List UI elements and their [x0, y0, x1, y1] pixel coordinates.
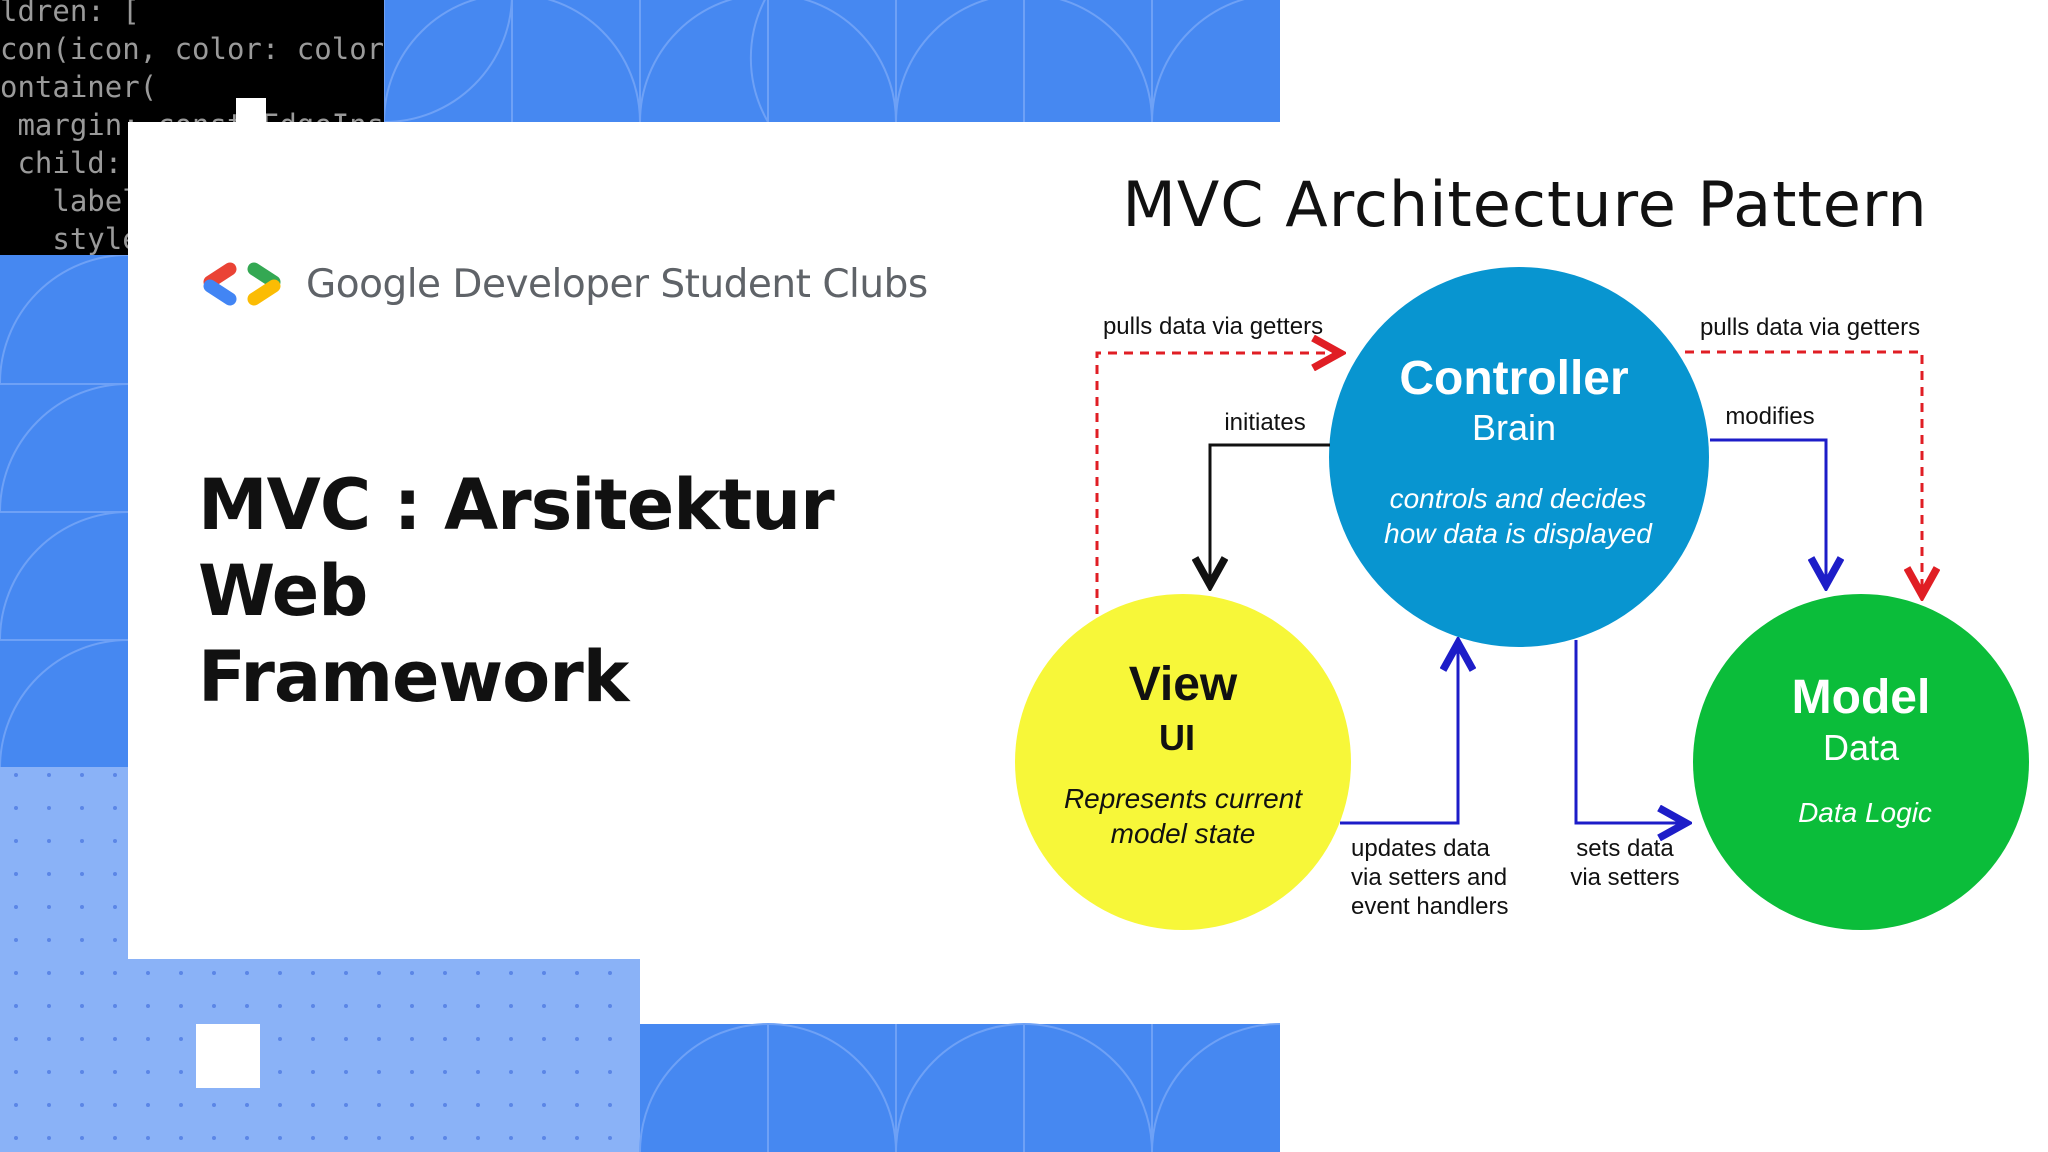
edge-label: via setters	[1570, 864, 1679, 891]
edge-label: event handlers	[1351, 893, 1508, 920]
controller-node	[1329, 267, 1709, 647]
edge-sets-data	[1574, 640, 1686, 823]
edge-label: pulls data via getters	[1700, 314, 1920, 341]
view-role: UI	[1159, 717, 1195, 758]
model-name: Model	[1792, 671, 1931, 724]
controller-name: Controller	[1399, 352, 1628, 405]
edge-label: modifies	[1725, 403, 1814, 430]
model-description: Data Logic	[1798, 797, 1932, 828]
code-line: ldren: [	[0, 0, 140, 28]
view-description: model state	[1111, 818, 1256, 849]
code-line: con(icon, color: color	[0, 32, 384, 66]
accent-square	[236, 98, 266, 128]
view-name: View	[1129, 658, 1238, 711]
edge-label: initiates	[1224, 409, 1305, 436]
slide-title: MVC : Arsitektur Web Framework	[198, 462, 1018, 720]
controller-description: controls and decides	[1390, 483, 1647, 514]
slide-title-line: MVC : Arsitektur Web	[198, 464, 835, 632]
controller-role: Brain	[1472, 407, 1556, 448]
edge-initiates	[1210, 443, 1330, 585]
code-line: style	[0, 222, 140, 255]
controller-description: how data is displayed	[1384, 518, 1653, 549]
view-description: Represents current	[1064, 783, 1303, 814]
code-line: ontainer(	[0, 70, 158, 104]
brand-header: Google Developer Student Clubs	[200, 256, 928, 312]
edge-label: via setters and	[1351, 864, 1507, 891]
edge-modifies	[1710, 438, 1826, 585]
brand-name: Google Developer Student Clubs	[306, 261, 928, 307]
edge-label: pulls data via getters	[1103, 313, 1323, 340]
edge-updates-data	[1340, 643, 1458, 825]
decorative-background	[0, 0, 1280, 1152]
code-line: label	[0, 184, 140, 218]
mvc-diagram: Controller Brain controls and decides ho…	[1015, 267, 2029, 930]
edge-view-pulls-getters	[1095, 353, 1340, 614]
model-role: Data	[1823, 727, 1900, 768]
gdsc-brackets-logo-icon	[203, 262, 281, 306]
diagram-title: MVC Architecture Pattern	[1122, 168, 1928, 241]
model-node	[1693, 594, 2029, 930]
edge-label: updates data	[1351, 835, 1490, 862]
edge-label: sets data	[1576, 835, 1674, 862]
view-node	[1015, 594, 1351, 930]
edge-model-pulls-getters	[1685, 350, 1922, 595]
slide-title-line: Framework	[198, 636, 629, 718]
